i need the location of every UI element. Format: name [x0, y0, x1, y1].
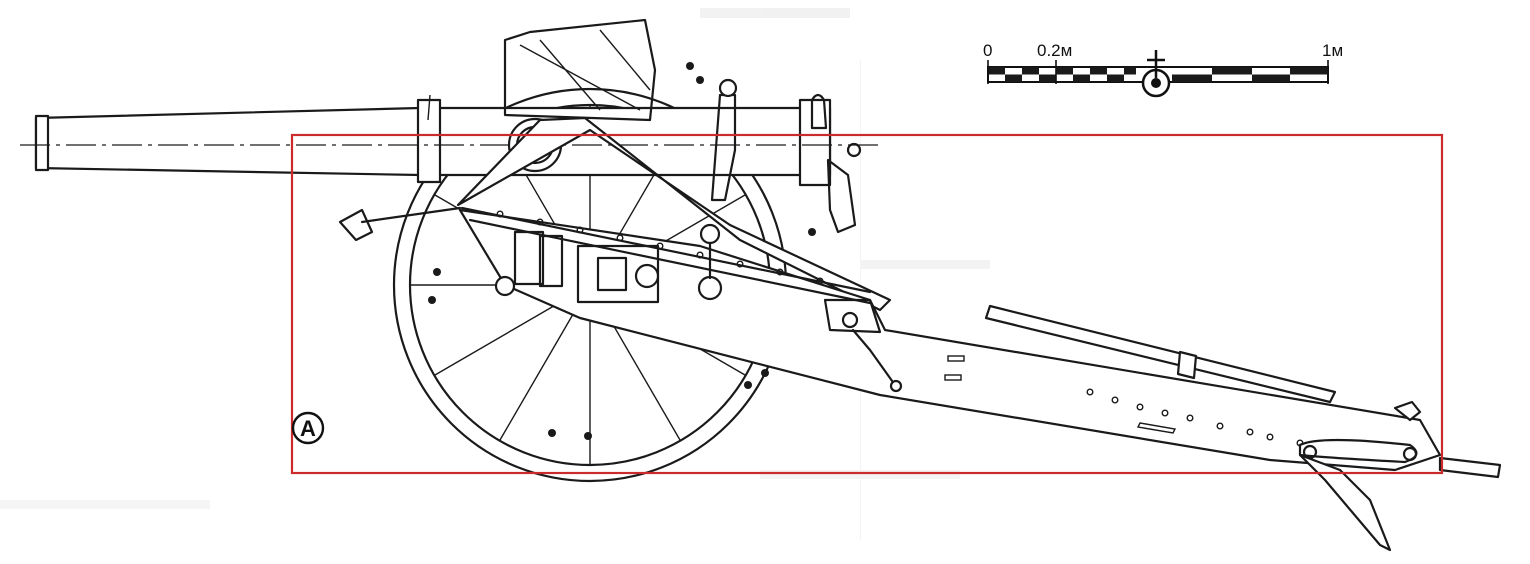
- view-label: A: [300, 416, 316, 441]
- anchor-icon: [1141, 50, 1171, 98]
- sight-lever: [338, 94, 462, 242]
- scale-bar: 0 0.2м 1м: [983, 41, 1343, 98]
- background-bleed-through: [0, 8, 990, 540]
- trail-rivets: [496, 210, 1304, 447]
- scale-tick-1m: 1м: [1322, 41, 1343, 60]
- carriage-trail: [456, 116, 1502, 552]
- scale-tick-0-2m: 0.2м: [1037, 41, 1072, 60]
- handspike-rod: [984, 304, 1337, 404]
- gun-frame: [503, 18, 857, 234]
- barrel: [20, 98, 880, 187]
- scale-tick-0: 0: [983, 41, 992, 60]
- view-label-badge: A: [291, 411, 325, 445]
- highlight-box: [290, 133, 1444, 475]
